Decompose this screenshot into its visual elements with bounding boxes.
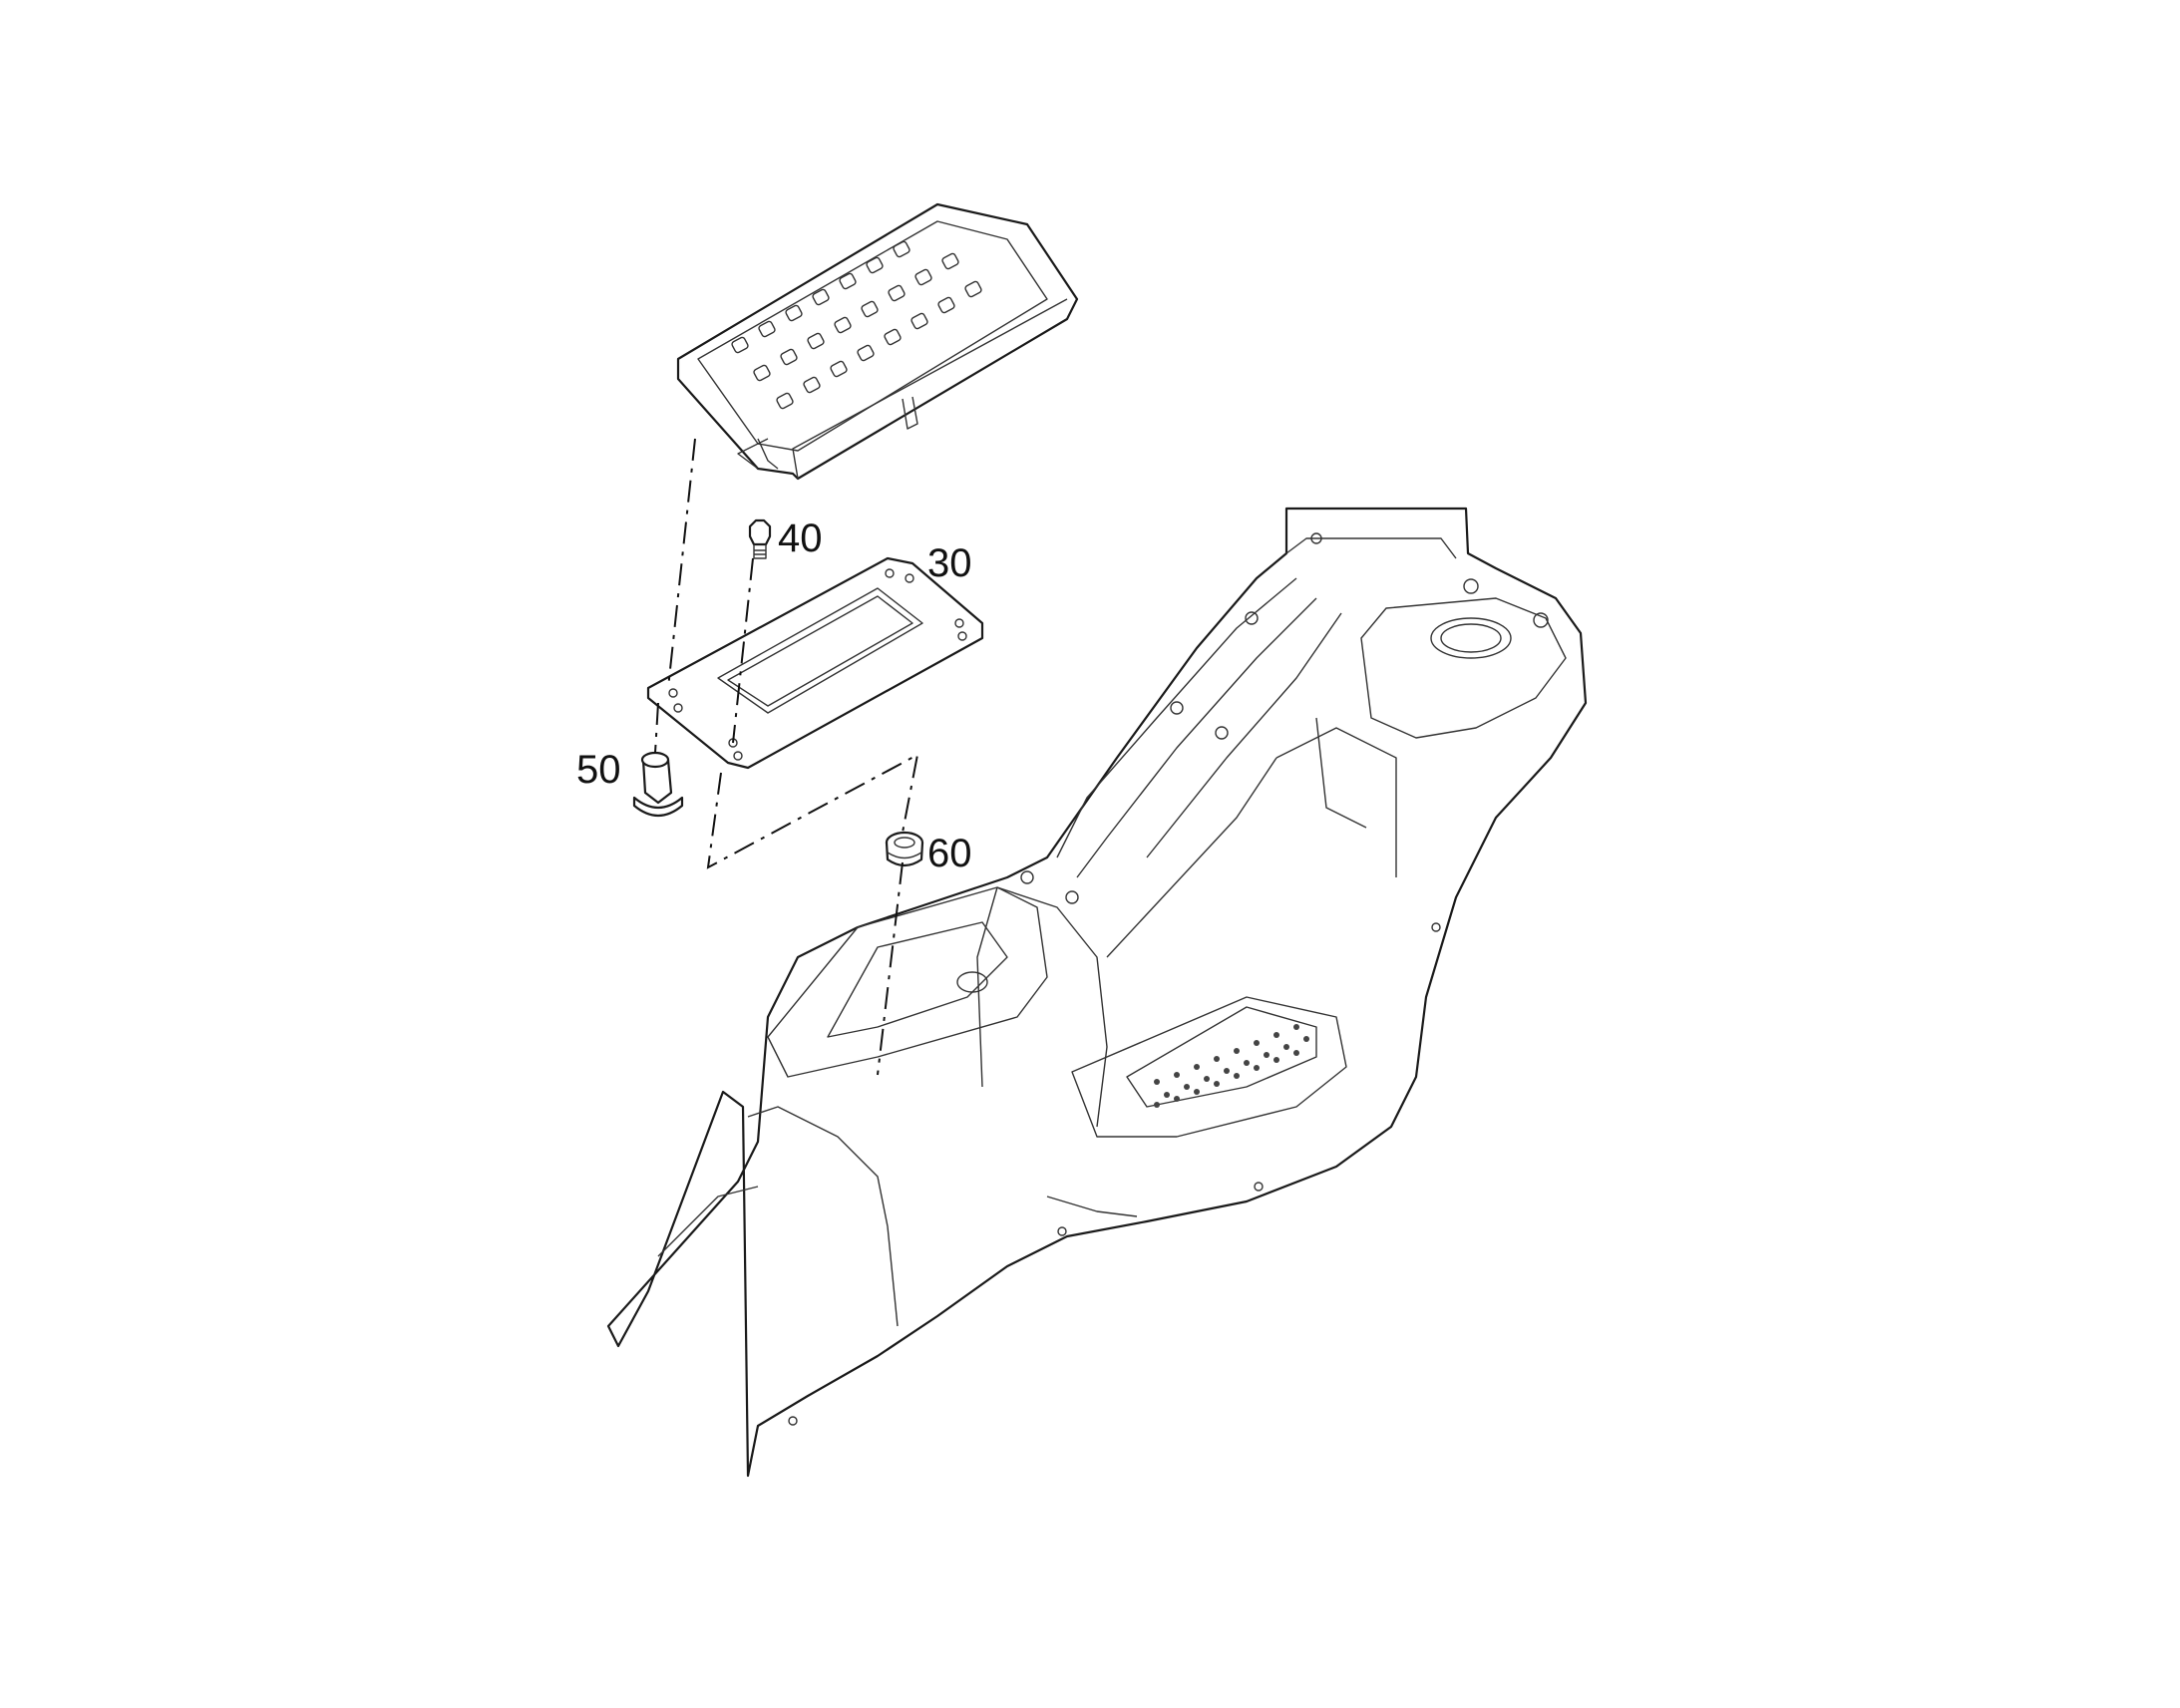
keypad-buttons: [731, 240, 982, 410]
mounting-plate: [646, 556, 984, 770]
callout-40: 40: [778, 516, 823, 560]
assembly-guide-lines: [654, 438, 919, 1076]
center-console-body: [606, 507, 1588, 1478]
stud-fastener: [748, 518, 772, 559]
bolt-fastener: [632, 751, 684, 818]
callout-60: 60: [927, 832, 972, 875]
callout-50: 50: [576, 748, 621, 792]
grommet-fastener: [885, 831, 924, 867]
control-panel: [676, 202, 1079, 481]
callout-30: 30: [927, 541, 972, 585]
perforated-floor: [1154, 1024, 1309, 1108]
